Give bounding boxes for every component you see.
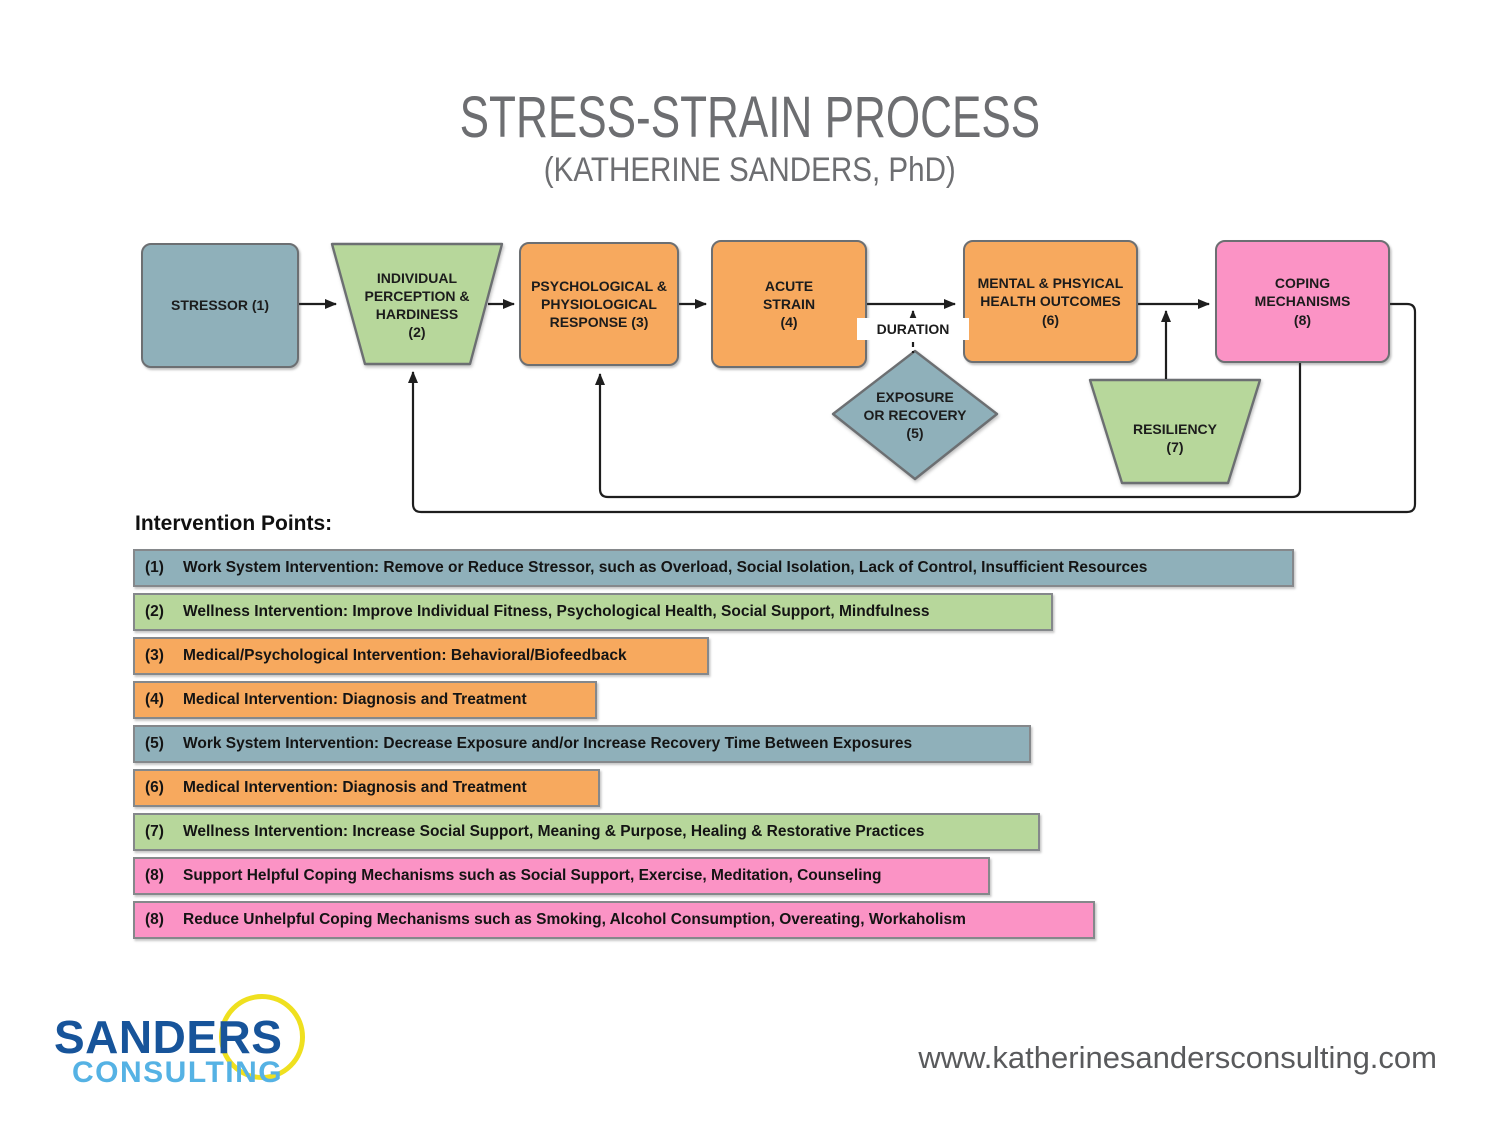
node-health-outcomes: MENTAL & PHSYICAL HEALTH OUTCOMES (6)	[963, 240, 1138, 363]
feedback-coping-to-perception	[408, 302, 1417, 514]
node-resiliency: RESILIENCY (7)	[1132, 420, 1217, 455]
intervention-item-6: (6) Medical Intervention: Diagnosis and …	[133, 769, 600, 807]
intervention-text: Medical Intervention: Diagnosis and Trea…	[183, 779, 527, 796]
interventions-heading: Intervention Points:	[135, 512, 333, 535]
exposure-diamond-shape	[831, 349, 999, 481]
node-individual-perception: INDIVIDUAL PERCEPTION & HARDINESS (2)	[364, 269, 470, 341]
intervention-text: Wellness Intervention: Increase Social S…	[183, 823, 925, 840]
sanders-consulting-logo: SANDERS CONSULTING	[52, 994, 372, 1104]
intervention-number: (3)	[145, 647, 164, 664]
node-exposure-recovery: EXPOSURE OR RECOVERY (5)	[863, 388, 967, 442]
logo-text-sanders: SANDERS	[54, 1011, 283, 1063]
intervention-text: Support Helpful Coping Mechanisms such a…	[183, 867, 882, 884]
intervention-number: (4)	[145, 691, 164, 708]
intervention-item-8b: (8) Reduce Unhelpful Coping Mechanisms s…	[133, 901, 1095, 939]
intervention-item-5: (5) Work System Intervention: Decrease E…	[133, 725, 1031, 763]
perception-trapezoid-shape	[330, 242, 504, 366]
feedback-coping-to-response	[595, 362, 1302, 499]
intervention-text: Reduce Unhelpful Coping Mechanisms such …	[183, 911, 966, 928]
intervention-item-8a: (8) Support Helpful Coping Mechanisms su…	[133, 857, 990, 895]
node-psychological-response: PSYCHOLOGICAL & PHYSIOLOGICAL RESPONSE (…	[519, 242, 679, 366]
page-subtitle: (KATHERINE SANDERS, PhD)	[544, 150, 956, 189]
intervention-text: Work System Intervention: Decrease Expos…	[183, 735, 913, 752]
intervention-number: (6)	[145, 779, 164, 796]
intervention-number: (8)	[145, 867, 164, 884]
flow-arrows	[299, 299, 1417, 514]
logo-text-consulting: CONSULTING	[72, 1056, 284, 1089]
intervention-item-3: (3) Medical/Psychological Intervention: …	[133, 637, 709, 675]
website-url: www.katherinesandersconsulting.com	[918, 1040, 1437, 1075]
intervention-text: Medical/Psychological Intervention: Beha…	[183, 647, 627, 664]
interventions-list: (1) Work System Intervention: Remove or …	[133, 549, 1294, 945]
node-acute-strain: ACUTE STRAIN (4)	[711, 240, 867, 368]
intervention-number: (8)	[145, 911, 164, 928]
intervention-number: (2)	[145, 603, 164, 620]
intervention-item-2: (2) Wellness Intervention: Improve Indiv…	[133, 593, 1053, 631]
title-block: STRESS-STRAIN PROCESS (KATHERINE SANDERS…	[0, 85, 1500, 190]
node-coping-mechanisms: COPING MECHANISMS (8)	[1215, 240, 1390, 363]
intervention-number: (1)	[145, 559, 164, 576]
intervention-text: Work System Intervention: Remove or Redu…	[183, 559, 1148, 576]
intervention-number: (7)	[145, 823, 164, 840]
intervention-item-7: (7) Wellness Intervention: Increase Soci…	[133, 813, 1040, 851]
intervention-item-4: (4) Medical Intervention: Diagnosis and …	[133, 681, 597, 719]
intervention-text: Medical Intervention: Diagnosis and Trea…	[183, 691, 527, 708]
intervention-item-1: (1) Work System Intervention: Remove or …	[133, 549, 1294, 587]
duration-label: DURATION	[857, 318, 969, 340]
logo-circle-icon	[219, 994, 305, 1080]
resiliency-trapezoid-shape	[1088, 378, 1262, 485]
page-title: STRESS-STRAIN PROCESS	[459, 85, 1041, 150]
intervention-number: (5)	[145, 735, 164, 752]
node-stressor: STRESSOR (1)	[141, 243, 299, 368]
intervention-text: Wellness Intervention: Improve Individua…	[183, 603, 930, 620]
